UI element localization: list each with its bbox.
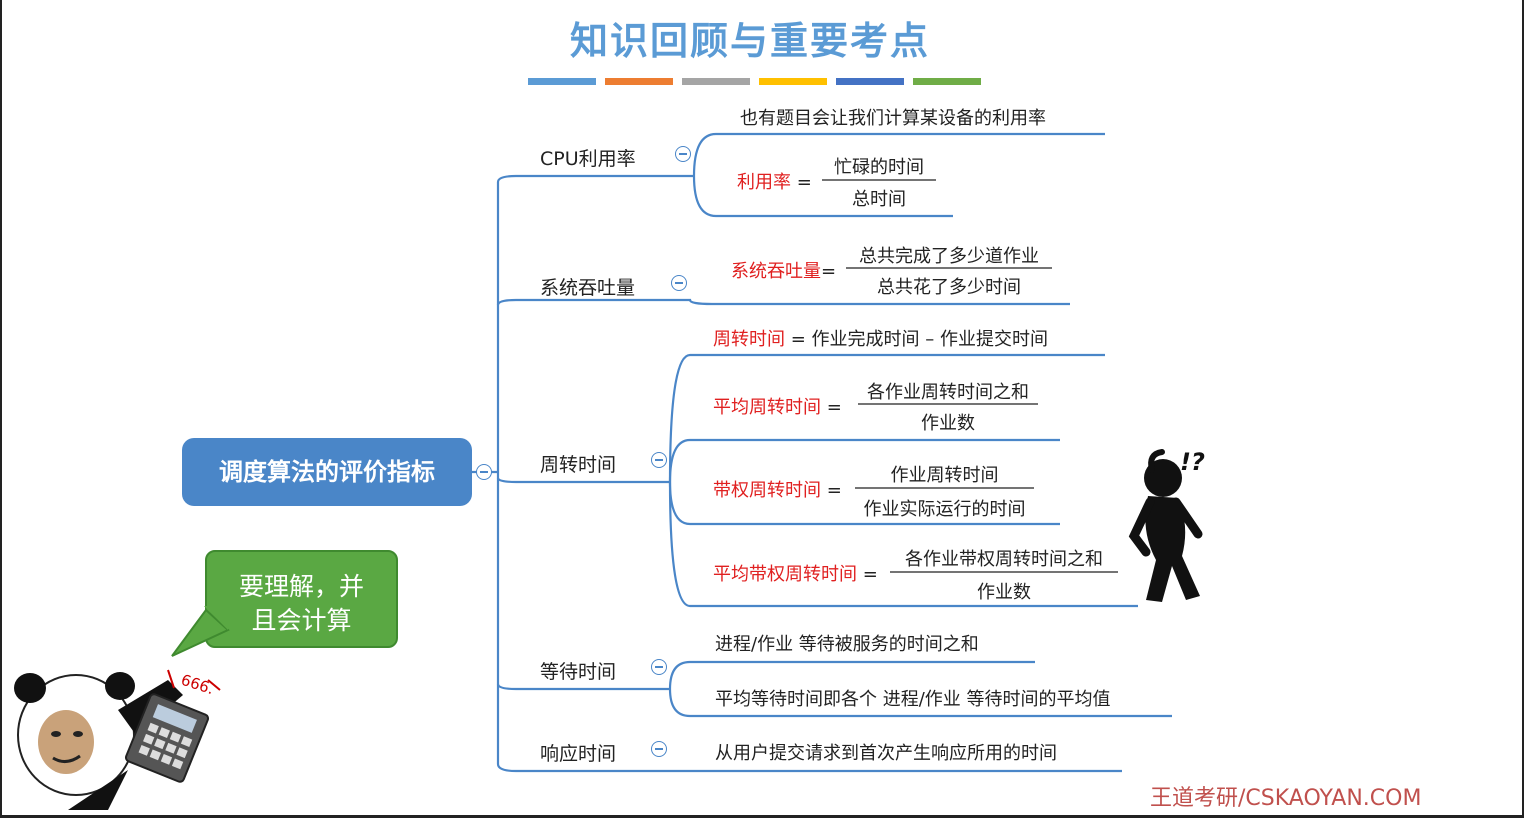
avg-weighted-turnaround-eq: = xyxy=(857,564,878,585)
root-collapse-toggle[interactable] xyxy=(476,464,492,480)
cpu-numerator: 忙碌的时间 xyxy=(834,157,924,178)
confused-mark: !? xyxy=(1180,448,1205,476)
footer-watermark: 王道考研/CSKAOYAN.COM xyxy=(1150,786,1422,811)
response-collapse-toggle[interactable] xyxy=(651,741,667,757)
root-node[interactable]: 调度算法的评价指标 xyxy=(182,438,472,506)
title-color-bar xyxy=(682,78,750,85)
throughput-formula-label: 系统吞吐量 xyxy=(731,261,821,282)
title-color-bar xyxy=(605,78,673,85)
cpu-note[interactable]: 也有题目会让我们计算某设备的利用率 xyxy=(740,108,1046,129)
avg-weighted-turnaround-label: 平均带权周转时间 xyxy=(713,564,857,585)
branch-waiting-time[interactable]: 等待时间 xyxy=(540,661,617,683)
cpu-formula-label: 利用率 xyxy=(737,172,791,193)
title-color-bar xyxy=(528,78,596,85)
main-trunk xyxy=(496,174,517,773)
throughput-formula[interactable]: 系统吞吐量= xyxy=(731,257,836,283)
branch-response-time[interactable]: 响应时间 xyxy=(540,743,617,765)
branch-cpu-utilization[interactable]: CPU利用率 xyxy=(540,148,636,170)
title-color-bar xyxy=(759,78,827,85)
throughput-formula-eq: = xyxy=(821,261,837,282)
branch-throughput[interactable]: 系统吞吐量 xyxy=(540,277,636,299)
avg-waiting-definition[interactable]: 平均等待时间即各个 进程/作业 等待时间的平均值 xyxy=(715,689,1111,710)
turnaround-expression: = 作业完成时间 – 作业提交时间 xyxy=(785,329,1048,350)
turnaround-collapse-toggle[interactable] xyxy=(651,452,667,468)
sticker-666-text: 666. xyxy=(179,671,216,698)
response-definition[interactable]: 从用户提交请求到首次产生响应所用的时间 xyxy=(715,743,1057,764)
cpu-collapse-toggle[interactable] xyxy=(675,146,691,162)
branch-turnaround-time[interactable]: 周转时间 xyxy=(540,454,617,476)
bubble-line-1: 要理解，并 xyxy=(238,572,364,601)
avg-weighted-turnaround-formula[interactable]: 平均带权周转时间 = xyxy=(713,560,878,586)
avg-turnaround-denominator: 作业数 xyxy=(921,413,975,434)
title-color-bar xyxy=(913,78,981,85)
speech-bubble-tail xyxy=(171,606,230,657)
avg-turnaround-formula[interactable]: 平均周转时间 = xyxy=(713,393,842,419)
cpu-formula[interactable]: 利用率 = xyxy=(737,168,812,194)
cpu-formula-eq: = xyxy=(791,172,812,193)
bubble-line-2: 且会计算 xyxy=(251,606,352,635)
avg-weighted-turnaround-denominator: 作业数 xyxy=(977,582,1031,603)
speech-bubble: 要理解，并 且会计算 xyxy=(205,550,398,648)
throughput-numerator: 总共完成了多少道作业 xyxy=(859,246,1039,267)
avg-turnaround-label: 平均周转时间 xyxy=(713,397,821,418)
throughput-denominator: 总共花了多少时间 xyxy=(877,277,1021,298)
confused-figure-icon: !? xyxy=(1128,448,1205,602)
turnaround-definition[interactable]: 周转时间 = 作业完成时间 – 作业提交时间 xyxy=(713,325,1048,351)
title-color-bar xyxy=(836,78,904,85)
turnaround-label: 周转时间 xyxy=(713,329,785,350)
waiting-collapse-toggle[interactable] xyxy=(651,659,667,675)
waiting-definition[interactable]: 进程/作业 等待被服务的时间之和 xyxy=(715,634,979,655)
weighted-turnaround-eq: = xyxy=(821,480,842,501)
avg-turnaround-eq: = xyxy=(821,397,842,418)
avg-weighted-turnaround-numerator: 各作业带权周转时间之和 xyxy=(905,549,1103,570)
avg-turnaround-numerator: 各作业周转时间之和 xyxy=(867,382,1029,403)
cpu-denominator: 总时间 xyxy=(852,189,906,210)
weighted-turnaround-label: 带权周转时间 xyxy=(713,480,821,501)
weighted-turnaround-denominator: 作业实际运行的时间 xyxy=(863,499,1026,520)
throughput-collapse-toggle[interactable] xyxy=(671,275,687,291)
panda-calculator-sticker: 666. xyxy=(14,669,221,810)
weighted-turnaround-numerator: 作业周转时间 xyxy=(890,465,999,486)
slide-title: 知识回顾与重要考点 xyxy=(569,18,930,63)
weighted-turnaround-formula[interactable]: 带权周转时间 = xyxy=(713,476,842,502)
